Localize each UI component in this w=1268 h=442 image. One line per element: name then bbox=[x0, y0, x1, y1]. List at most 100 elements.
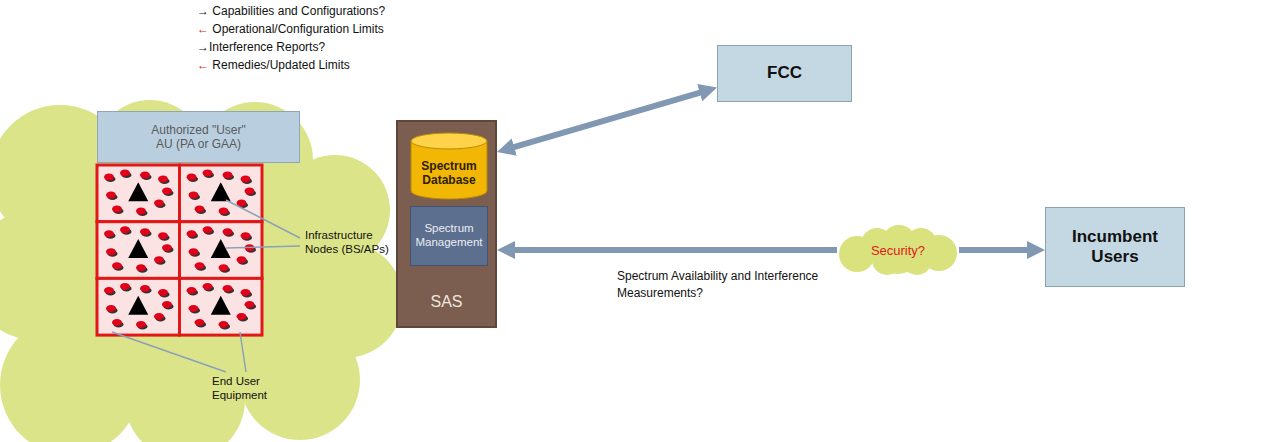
direction-arrow: → bbox=[197, 4, 209, 18]
data-flow-arrow bbox=[511, 247, 837, 253]
coverage-cell bbox=[180, 222, 263, 279]
end-user-dot bbox=[162, 188, 172, 195]
end-user-dot bbox=[154, 313, 164, 320]
note-text: Capabilities and Configurations? bbox=[209, 4, 385, 18]
end-user-label: End User Equipment bbox=[212, 374, 290, 403]
cylinder-body bbox=[411, 141, 487, 199]
end-user-dot bbox=[237, 313, 247, 320]
end-user-dot bbox=[203, 283, 213, 290]
leader-line bbox=[226, 246, 300, 248]
sas-label: SAS bbox=[398, 292, 495, 312]
management-box: Spectrum Management bbox=[410, 206, 488, 266]
end-user-dot bbox=[120, 283, 130, 290]
end-user-dot bbox=[120, 170, 130, 177]
end-user-dot bbox=[195, 319, 205, 326]
measurement-note: Spectrum Availability and Interference M… bbox=[617, 268, 832, 302]
interface-note: → Capabilities and Configurations? bbox=[197, 2, 385, 20]
end-user-dot bbox=[140, 228, 150, 235]
end-user-dot bbox=[112, 206, 122, 213]
base-station-triangle bbox=[128, 239, 148, 258]
end-user-dot bbox=[219, 321, 229, 328]
end-user-dot bbox=[106, 248, 116, 255]
end-user-dot bbox=[223, 228, 233, 235]
end-user-dot bbox=[189, 305, 199, 312]
coverage-cell bbox=[97, 165, 180, 222]
coverage-cell bbox=[180, 278, 263, 335]
end-user-dot bbox=[223, 285, 233, 292]
end-user-dot bbox=[112, 319, 122, 326]
end-user-dot bbox=[219, 208, 229, 215]
interface-note: ← Remedies/Updated Limits bbox=[197, 56, 350, 74]
end-user-dot bbox=[136, 264, 146, 271]
database-cylinder-text: Spectrum Database bbox=[410, 159, 488, 188]
authorized-user-box-text: Authorized "User" AU (PA or GAA) bbox=[148, 123, 250, 152]
end-user-dot bbox=[203, 226, 213, 233]
coverage-cell bbox=[97, 222, 180, 279]
incumbent-box-text: Incumbent Users bbox=[1052, 227, 1178, 268]
end-user-dot bbox=[140, 285, 150, 292]
coverage-cell bbox=[97, 278, 180, 335]
note-text: Operational/Configuration Limits bbox=[209, 22, 384, 36]
end-user-dot bbox=[241, 176, 251, 183]
management-box-text: Spectrum Management bbox=[411, 222, 487, 250]
end-user-dot bbox=[140, 172, 150, 179]
security-cloud: Security? bbox=[837, 228, 959, 274]
end-user-dot bbox=[237, 256, 247, 263]
end-user-dot bbox=[104, 174, 114, 181]
sas-box: SAS Spectrum DatabaseSpectrum Management bbox=[396, 120, 497, 328]
end-user-dot bbox=[154, 256, 164, 263]
end-user-dot bbox=[241, 232, 251, 239]
cloud-lobe bbox=[55, 135, 325, 405]
end-user-dot bbox=[158, 176, 168, 183]
end-user-dot bbox=[219, 264, 229, 271]
infrastructure-label: Infrastructure Nodes (BS/APs) bbox=[305, 228, 399, 257]
end-user-dot bbox=[136, 321, 146, 328]
end-user-dot bbox=[241, 289, 251, 296]
end-user-dot bbox=[104, 230, 114, 237]
direction-arrow: ← bbox=[197, 22, 209, 36]
end-user-dot bbox=[106, 305, 116, 312]
end-user-dot bbox=[158, 232, 168, 239]
end-user-dot bbox=[187, 230, 197, 237]
end-user-dot bbox=[106, 192, 116, 199]
security-cloud-text: Security? bbox=[868, 243, 928, 259]
fcc-box-text: FCC bbox=[764, 63, 805, 83]
authorized-user-box: Authorized "User" AU (PA or GAA) bbox=[97, 111, 300, 163]
leader-line bbox=[112, 332, 226, 372]
end-user-dot bbox=[223, 172, 233, 179]
base-station-triangle bbox=[128, 296, 148, 315]
direction-arrow: ← bbox=[197, 58, 209, 72]
end-user-dot bbox=[189, 192, 199, 199]
note-text: Interference Reports? bbox=[209, 40, 325, 54]
end-user-dot bbox=[245, 188, 255, 195]
end-user-dot bbox=[203, 170, 213, 177]
base-station-triangle bbox=[128, 182, 148, 201]
fcc-box: FCC bbox=[717, 45, 852, 102]
end-user-dot bbox=[195, 262, 205, 269]
end-user-dot bbox=[154, 200, 164, 207]
end-user-dot bbox=[187, 174, 197, 181]
data-flow-arrow bbox=[510, 92, 703, 149]
end-user-dot bbox=[136, 208, 146, 215]
data-flow-arrow bbox=[959, 247, 1031, 253]
note-text: Remedies/Updated Limits bbox=[209, 58, 350, 72]
coverage-cell bbox=[180, 165, 263, 222]
end-user-dot bbox=[189, 248, 199, 255]
end-user-dot bbox=[162, 244, 172, 251]
end-user-dot bbox=[195, 206, 205, 213]
end-user-dot bbox=[120, 226, 130, 233]
end-user-dot bbox=[158, 289, 168, 296]
end-user-dot bbox=[187, 287, 197, 294]
end-user-dot bbox=[245, 301, 255, 308]
database-cylinder: Spectrum Database bbox=[410, 132, 488, 200]
interface-note: →Interference Reports? bbox=[197, 38, 325, 56]
end-user-dot bbox=[104, 287, 114, 294]
interface-note: ← Operational/Configuration Limits bbox=[197, 20, 384, 38]
leader-line bbox=[240, 332, 246, 372]
user-cloud: Infrastructure Nodes (BS/APs)End User Eq… bbox=[0, 100, 300, 442]
leader-line bbox=[226, 200, 300, 238]
cylinder-top bbox=[411, 133, 487, 149]
base-station-triangle bbox=[211, 182, 231, 201]
